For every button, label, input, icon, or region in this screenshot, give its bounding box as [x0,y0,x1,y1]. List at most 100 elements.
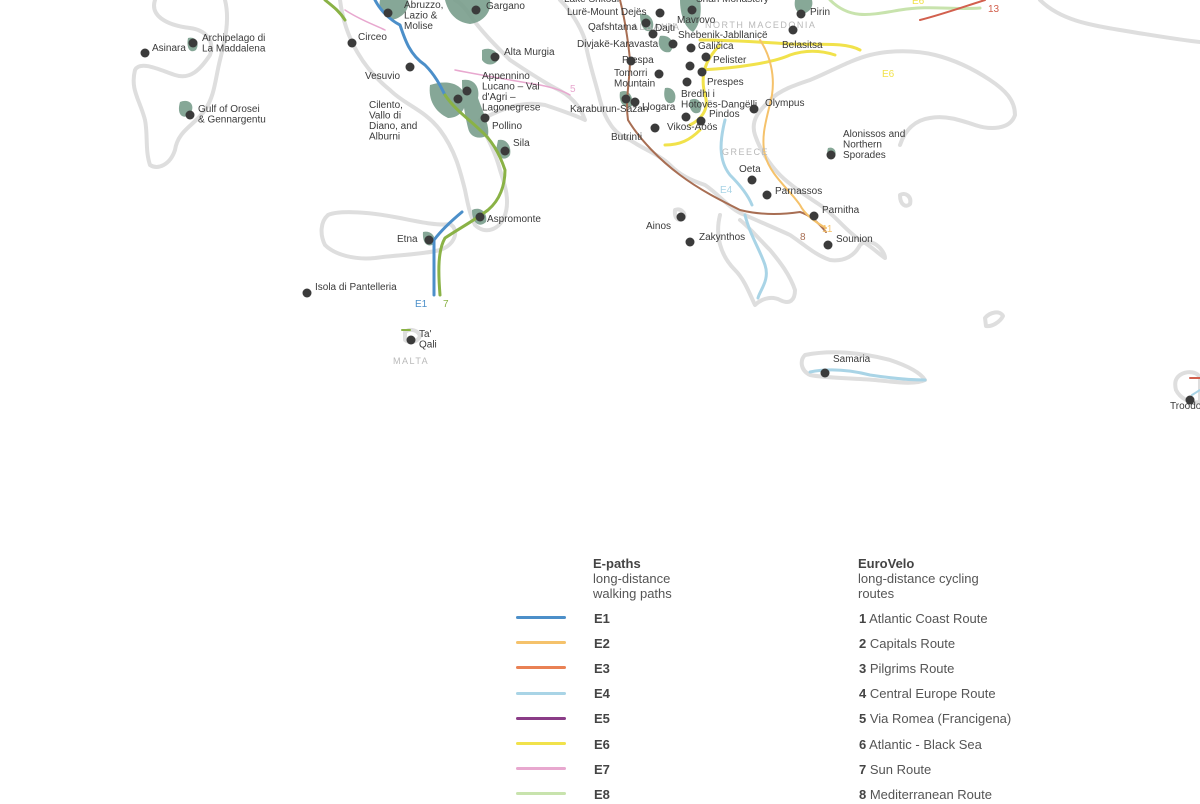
poi-label-mavrovo: Mavrovo [677,15,716,26]
route-label-7: 7 [443,299,449,310]
poi-label-prespes: Prespes [707,77,744,88]
poi-marker-mavrovo[interactable] [688,6,697,15]
poi-marker-lure-mount-deje-s[interactable] [656,9,665,18]
poi-label-samaria: Samaria [833,354,871,365]
poi-marker-prespa[interactable] [686,62,695,71]
legend-eurovelo-2-swatch [781,633,831,653]
poi-marker-prespes[interactable] [698,68,707,77]
poi-marker-pelister[interactable] [702,53,711,62]
poi-marker-ainos[interactable] [677,213,686,222]
poi-marker-asinara[interactable] [141,49,150,58]
poi-label-pindos: Pindos [709,109,740,120]
legend-eurovelo-1-swatch [781,608,831,628]
poi-marker-butrinti[interactable] [651,124,660,133]
legend-eurovelo-header: EuroVelo long-distance cycling routes [858,556,998,601]
poi-marker-bredhi-i-hotove-s-dange-lli[interactable] [683,78,692,87]
legend-eurovelo-extra-1-swatch [1126,608,1176,628]
poi-marker-isola-di-pantelleria[interactable] [303,289,312,298]
poi-marker-karaburun-sazan[interactable] [622,95,631,104]
poi-marker-parnitha[interactable] [810,212,819,221]
poi-marker-ta-qali[interactable] [407,336,416,345]
legend-eurovelo-3: 3 Pilgrims Route [781,658,954,678]
legend-eurovelo-extra-3 [1126,658,1176,678]
poi-marker-aspromonte[interactable] [476,213,485,222]
poi-label-divjake-karavasta: Divjakë-Karavasta [577,39,659,50]
poi-marker-samaria[interactable] [821,369,830,378]
poi-marker-shebenik-jabllanice[interactable] [669,40,678,49]
legend-epath-e2-label: E2 [594,636,610,651]
legend-epath-e3: E3 [516,658,610,678]
legend-epaths-title: E-paths [593,556,703,571]
poi-marker-archipelago-di-la-maddalena[interactable] [189,39,198,48]
poi-label-olympus: Olympus [765,98,804,109]
route-label-e6-north: E6 [912,0,925,7]
poi-label-isola-di-pantelleria: Isola di Pantelleria [315,282,397,293]
poi-label-qafshtama: Qafshtama [588,22,637,33]
legend-epath-e5: E5 [516,709,610,729]
poi-label-lake-shkodr: Lake Shkodr [564,0,621,5]
legend-epath-e4: E4 [516,684,610,704]
poi-label-parnassos: Parnassos [775,186,822,197]
poi-marker-olympus[interactable] [750,105,759,114]
legend-eurovelo-1: 1 Atlantic Coast Route [781,608,988,628]
legend-eurovelo-6-swatch [781,734,831,754]
legend-epath-e3-swatch [516,658,566,678]
poi-marker-vesuvio[interactable] [406,63,415,72]
poi-marker-alta-murgia[interactable] [491,53,500,62]
poi-marker-gargano[interactable] [472,6,481,15]
poi-label-aspromonte: Aspromonte [487,214,541,225]
poi-marker-oeta[interactable] [748,176,757,185]
poi-label-troodo: Troodo [1170,401,1200,412]
legend-eurovelo-extra-2-swatch [1126,633,1176,653]
poi-label-shebenik-jabllanice: Shebenik-Jabllanicë [678,30,768,41]
legend-epath-e6-label: E6 [594,737,610,752]
legend-epath-e2: E2 [516,633,610,653]
legend-eurovelo-6-label: 6 Atlantic - Black Sea [859,737,982,752]
poi-label-butrinti: Butrinti [611,132,642,143]
poi-marker-belasitsa[interactable] [789,26,798,35]
poi-marker-gulf-of-orosei-gennargentu[interactable] [186,111,195,120]
poi-marker-abruzzo-lazio-molise[interactable] [384,9,393,18]
legend-epath-e2-swatch [516,633,566,653]
legend-eurovelo-8: 8 Mediterranean Route [781,784,992,804]
country-label-greece: GREECE [722,147,769,157]
poi-marker-zakynthos[interactable] [686,238,695,247]
poi-marker-sila[interactable] [501,147,510,156]
legend-eurovelo-2: 2 Capitals Route [781,633,955,653]
poi-label-vikos-aoo-s: Vikos-Aoös [667,122,717,133]
poi-marker-llogara[interactable] [631,98,640,107]
poi-marker-parnassos[interactable] [763,191,772,200]
route-label-e6: E6 [882,69,895,80]
poi-label-asinara: Asinara [152,43,186,54]
legend-epaths-subtitle: long-distance walking paths [593,571,703,601]
poi-marker-galic-ica[interactable] [687,44,696,53]
poi-marker-etna[interactable] [425,236,434,245]
poi-marker-cilento-vallo-di-diano-and-alburni[interactable] [454,95,463,104]
poi-marker-tomorri-mountain[interactable] [655,70,664,79]
route-label-11: 11 [822,224,833,235]
poi-marker-pirin[interactable] [797,10,806,19]
legend-eurovelo-extra-4 [1126,684,1176,704]
legend-epath-e5-label: E5 [594,711,610,726]
poi-marker-appennino-lucano-val-d-agri-lagonegrese[interactable] [463,87,472,96]
poi-marker-alonissos-and-northern-sporades[interactable] [827,151,836,160]
legend-eurovelo-8-swatch [781,784,831,804]
legend-epaths-header: E-paths long-distance walking paths [593,556,703,601]
legend-eurovelo-extra-3-swatch [1126,658,1176,678]
route-label-5: 5 [570,84,576,95]
poi-label-ta-qali: Ta'Qali [419,329,437,351]
poi-marker-vikos-aoo-s[interactable] [682,113,691,122]
legend-eurovelo-subtitle: long-distance cycling routes [858,571,998,601]
poi-marker-pollino[interactable] [481,114,490,123]
poi-marker-sounion[interactable] [824,241,833,250]
legend-eurovelo-extra-5 [1126,709,1176,729]
poi-label-lure-mount-deje-s: Lurë-Mount Dejës [567,7,646,18]
route-label-e1: E1 [415,299,428,310]
country-labels: ALBANIA NORTH MACEDONIA GREECE MALTA [393,20,816,366]
poi-marker-circeo[interactable] [348,39,357,48]
poi-marker-qafshtama[interactable] [642,19,651,28]
